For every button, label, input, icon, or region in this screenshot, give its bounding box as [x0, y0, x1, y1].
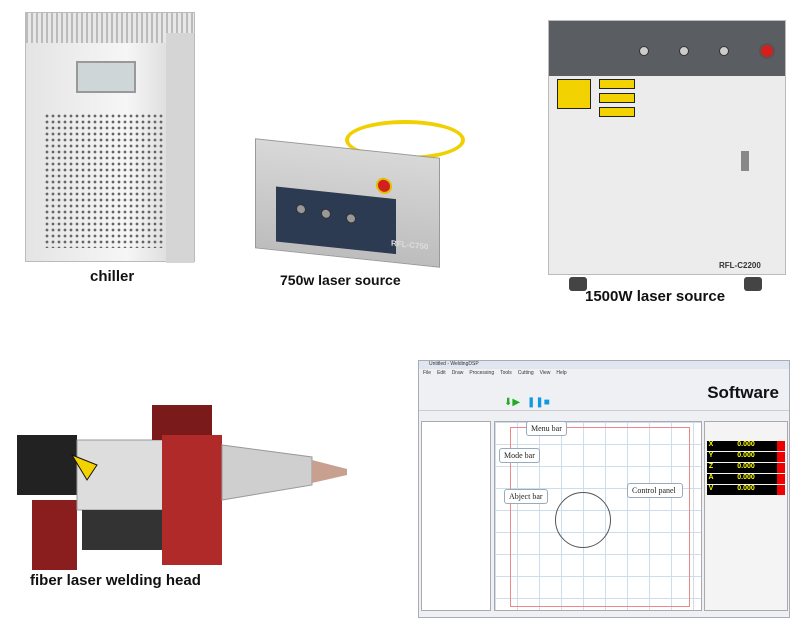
- axis-label: V: [707, 485, 715, 495]
- axis-label: Y: [707, 452, 715, 462]
- drawing-canvas[interactable]: [494, 421, 702, 611]
- menu-help[interactable]: Help: [556, 370, 567, 376]
- axis-value: 0.000: [715, 452, 777, 462]
- control-panel-callout: Control panel: [627, 483, 683, 498]
- welding-head-image: [17, 405, 347, 570]
- software-screenshot: Untitled - WeldingDSP File Edit Draw Pro…: [418, 360, 790, 618]
- model-label: RFL-C750: [391, 238, 429, 252]
- laser-source-750w-image: RFL-C750: [255, 138, 440, 268]
- mode-bar-callout: Mode bar: [499, 448, 540, 463]
- menu-view[interactable]: View: [539, 370, 551, 376]
- circle-shape: [555, 492, 611, 548]
- pause-stop-icon[interactable]: ❚❚■: [527, 397, 550, 408]
- menu-file[interactable]: File: [423, 370, 432, 376]
- menu-tools[interactable]: Tools: [500, 370, 512, 376]
- window-title: Untitled - WeldingDSP: [419, 361, 789, 369]
- menu-processing[interactable]: Processing: [469, 370, 495, 376]
- axis-value: 0.000: [715, 441, 777, 451]
- object-bar-callout: Abject bar: [504, 489, 548, 504]
- menu-edit[interactable]: Edit: [437, 370, 446, 376]
- model-label: RFL-C2200: [719, 261, 761, 270]
- menu-bar: File Edit Draw Processing Tools Cutting …: [419, 369, 789, 377]
- object-pane: [421, 421, 491, 611]
- axis-label: X: [707, 441, 715, 451]
- laser1500-caption: 1500W laser source: [585, 288, 726, 305]
- start-icon[interactable]: ⬇▶: [504, 397, 521, 408]
- axis-label: A: [707, 474, 715, 484]
- axis-value: 0.000: [715, 474, 777, 484]
- welding-head-caption: fiber laser welding head: [30, 572, 201, 589]
- axis-label: Z: [707, 463, 715, 473]
- toolbar: ⬇▶ ❚❚■ Software: [419, 377, 789, 411]
- laser750-caption: 750w laser source: [280, 272, 401, 288]
- laser-source-1500w-image: RFL-C2200: [548, 20, 786, 291]
- axis-value: 0.000: [715, 485, 777, 495]
- menu-bar-callout: Menu bar: [526, 421, 567, 436]
- software-caption: Software: [707, 383, 779, 402]
- chiller-image: [25, 12, 195, 263]
- menu-draw[interactable]: Draw: [451, 370, 464, 376]
- axis-value: 0.000: [715, 463, 777, 473]
- chiller-caption: chiller: [90, 268, 135, 285]
- menu-cutting[interactable]: Cutting: [517, 370, 534, 376]
